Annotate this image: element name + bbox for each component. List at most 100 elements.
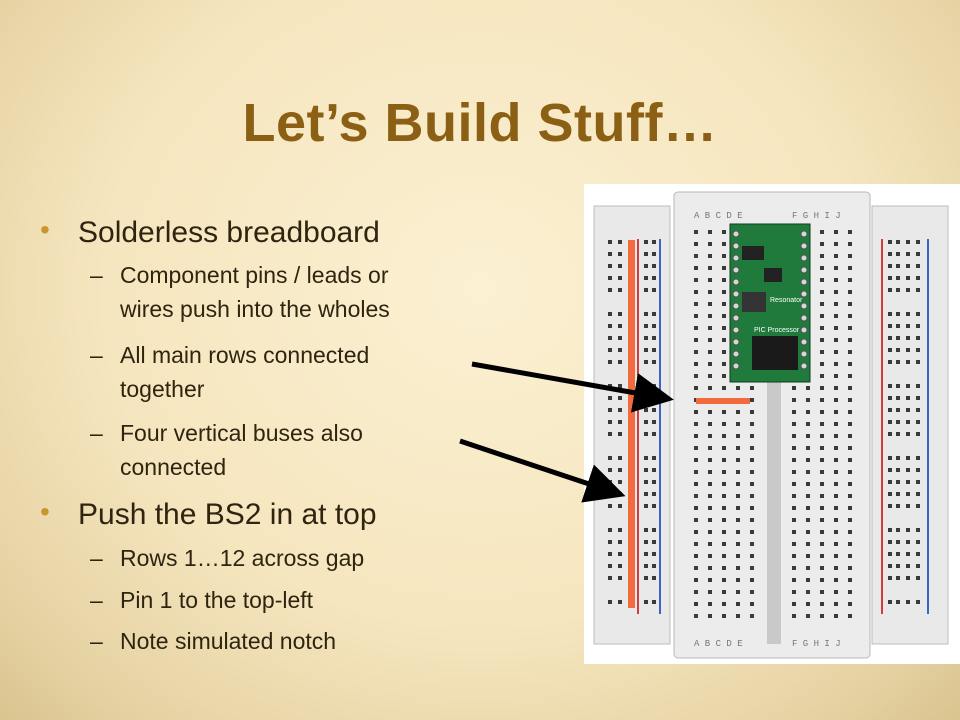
breadboard-hole xyxy=(608,408,612,412)
breadboard-hole xyxy=(652,384,656,388)
breadboard-hole xyxy=(618,384,622,388)
breadboard-hole xyxy=(750,518,754,522)
breadboard-hole xyxy=(888,240,892,244)
sub-bullet-dash: – xyxy=(90,628,103,654)
breadboard-hole xyxy=(820,374,824,378)
breadboard-hole xyxy=(848,542,852,546)
breadboard-hole xyxy=(708,518,712,522)
breadboard-hole xyxy=(722,338,726,342)
breadboard-hole xyxy=(834,434,838,438)
breadboard-hole xyxy=(722,386,726,390)
breadboard-hole xyxy=(722,314,726,318)
breadboard-hole xyxy=(708,290,712,294)
bs2-pin xyxy=(800,350,808,358)
breadboard-hole xyxy=(708,506,712,510)
breadboard-hole xyxy=(652,528,656,532)
center-channel xyxy=(767,364,781,644)
breadboard-hole xyxy=(652,360,656,364)
breadboard-hole xyxy=(708,494,712,498)
breadboard-hole xyxy=(848,482,852,486)
breadboard-hole xyxy=(906,312,910,316)
breadboard-hole xyxy=(736,518,740,522)
breadboard-hole xyxy=(694,494,698,498)
breadboard-hole xyxy=(722,602,726,606)
breadboard-hole xyxy=(834,386,838,390)
breadboard-hole xyxy=(644,540,648,544)
breadboard-hole xyxy=(652,504,656,508)
sub-bullet-text: Note simulated notch xyxy=(120,628,337,654)
breadboard-hole xyxy=(750,566,754,570)
breadboard-hole xyxy=(820,482,824,486)
breadboard-hole xyxy=(618,240,622,244)
breadboard-hole xyxy=(896,600,900,604)
breadboard-hole xyxy=(694,362,698,366)
breadboard-hole xyxy=(848,422,852,426)
breadboard-hole xyxy=(896,348,900,352)
breadboard-hole xyxy=(820,494,824,498)
breadboard-hole xyxy=(736,422,740,426)
breadboard-hole xyxy=(608,384,612,388)
footer-label: F G H I J xyxy=(792,639,841,649)
breadboard-hole xyxy=(736,602,740,606)
breadboard-hole xyxy=(906,336,910,340)
breadboard-hole xyxy=(708,578,712,582)
breadboard-hole xyxy=(708,374,712,378)
breadboard-hole xyxy=(896,468,900,472)
breadboard-hole xyxy=(834,410,838,414)
breadboard-hole xyxy=(834,254,838,258)
breadboard-hole xyxy=(820,314,824,318)
breadboard-hole xyxy=(848,458,852,462)
sub-bullet-text: All main rows connected together xyxy=(120,342,370,402)
breadboard-hole xyxy=(708,554,712,558)
breadboard-hole xyxy=(848,494,852,498)
breadboard-hole xyxy=(644,348,648,352)
breadboard-hole xyxy=(896,504,900,508)
breadboard-hole xyxy=(916,504,920,508)
bs2-chip xyxy=(764,268,782,282)
breadboard-hole xyxy=(906,288,910,292)
breadboard-hole xyxy=(722,458,726,462)
breadboard-hole xyxy=(848,398,852,402)
breadboard-hole xyxy=(906,240,910,244)
breadboard-hole xyxy=(608,552,612,556)
breadboard-hole xyxy=(722,566,726,570)
breadboard-hole xyxy=(916,540,920,544)
breadboard-hole xyxy=(888,576,892,580)
bs2-chip xyxy=(742,246,764,260)
breadboard-hole xyxy=(736,590,740,594)
breadboard-hole xyxy=(618,324,622,328)
breadboard-hole xyxy=(916,480,920,484)
bs2-pin xyxy=(732,290,740,298)
breadboard-hole xyxy=(806,494,810,498)
bullet-text: Solderless breadboard xyxy=(78,216,380,249)
breadboard-hole xyxy=(906,276,910,280)
breadboard-hole xyxy=(722,542,726,546)
sub-bullet-dash: – xyxy=(90,262,103,288)
bs2-pin xyxy=(800,278,808,286)
breadboard-hole xyxy=(806,614,810,618)
breadboard-hole xyxy=(834,542,838,546)
breadboard-hole xyxy=(834,458,838,462)
breadboard-hole xyxy=(750,542,754,546)
breadboard-hole xyxy=(834,398,838,402)
breadboard-hole xyxy=(694,230,698,234)
breadboard-hole xyxy=(834,314,838,318)
breadboard-hole xyxy=(694,410,698,414)
breadboard-hole xyxy=(708,350,712,354)
breadboard-hole xyxy=(644,252,648,256)
breadboard-hole xyxy=(792,398,796,402)
breadboard-hole xyxy=(820,242,824,246)
breadboard-hole xyxy=(694,590,698,594)
breadboard-hole xyxy=(848,302,852,306)
breadboard-hole xyxy=(848,590,852,594)
breadboard-hole xyxy=(820,506,824,510)
breadboard-hole xyxy=(750,494,754,498)
breadboard-hole xyxy=(888,468,892,472)
breadboard-hole xyxy=(820,530,824,534)
breadboard-hole xyxy=(722,326,726,330)
breadboard-hole xyxy=(608,264,612,268)
breadboard-hole xyxy=(750,578,754,582)
bs2-pin xyxy=(732,266,740,274)
breadboard-hole xyxy=(722,554,726,558)
breadboard-hole xyxy=(806,506,810,510)
